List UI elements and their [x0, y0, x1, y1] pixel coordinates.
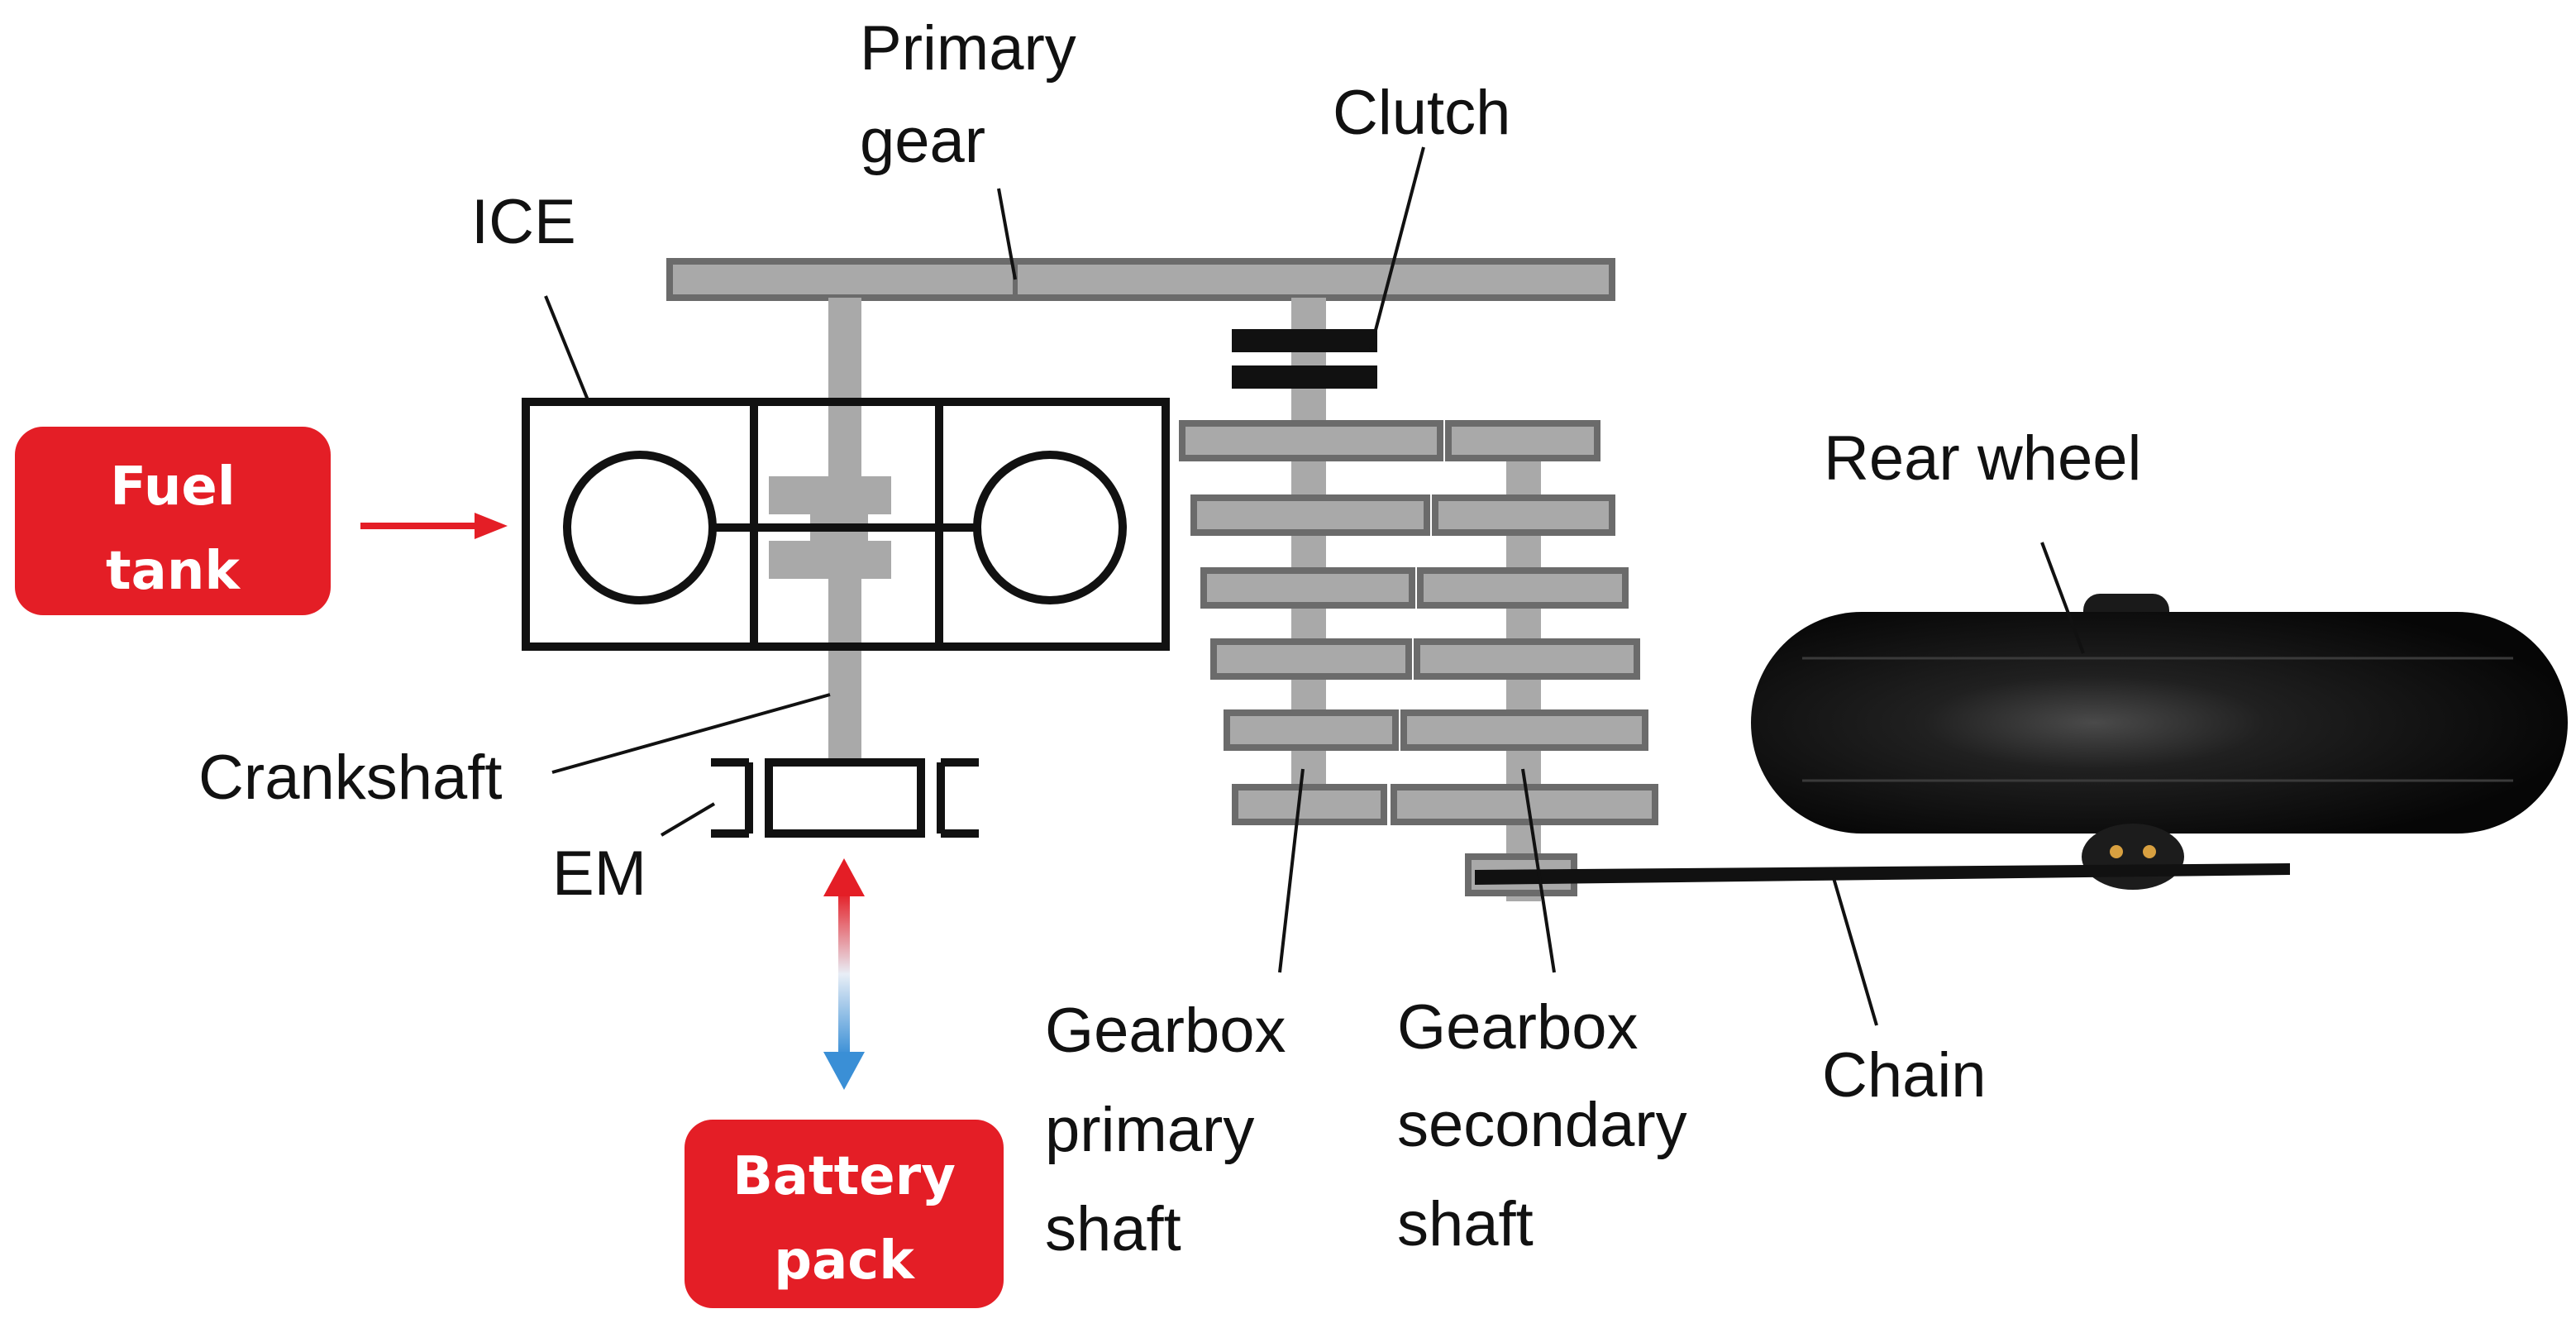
fuel-tank-label-line2: tank: [106, 541, 241, 602]
gearbox-secondary-shaft-label-line1: Gearbox: [1397, 992, 1639, 1063]
gearbox-gears: [1179, 420, 1658, 896]
gearbox-primary-shaft-label-line2: primary: [1045, 1095, 1254, 1165]
chain: [1475, 863, 2290, 885]
fuel-flow-arrow: [360, 513, 508, 539]
battery-flow-arrow: [823, 858, 865, 1090]
clutch-label: Clutch: [1333, 78, 1510, 148]
gearbox-secondary-shaft-label-line2: secondary: [1397, 1090, 1687, 1160]
primary-gear-label-line2: gear: [860, 106, 985, 176]
clutch-plate-bottom: [1232, 365, 1377, 389]
rear-wheel-label: Rear wheel: [1824, 423, 2141, 494]
fuel-tank-label-line1: Fuel: [110, 456, 235, 518]
ice-label: ICE: [471, 187, 576, 257]
primary-gear: [666, 258, 1615, 301]
battery-pack-box: Battery pack: [685, 1120, 1004, 1308]
chain-label: Chain: [1822, 1040, 1987, 1111]
battery-pack-label-line1: Battery: [732, 1146, 956, 1207]
fuel-tank-box: Fuel tank: [15, 427, 331, 615]
gearbox-secondary-shaft-label-line3: shaft: [1397, 1189, 1534, 1259]
em-label: EM: [552, 838, 646, 909]
clutch-plate-top: [1232, 329, 1377, 352]
rear-wheel: [1751, 594, 2568, 890]
ice-engine: [522, 398, 1170, 651]
primary-gear-label-line1: Primary: [860, 13, 1076, 84]
leader-lines: [544, 146, 2085, 1026]
crankshaft-label: Crankshaft: [198, 743, 503, 813]
electric-machine: [711, 758, 979, 838]
battery-pack-label-line2: pack: [774, 1230, 915, 1292]
gearbox-primary-shaft-label-line1: Gearbox: [1045, 996, 1286, 1066]
gearbox-primary-shaft-label-line3: shaft: [1045, 1194, 1181, 1264]
